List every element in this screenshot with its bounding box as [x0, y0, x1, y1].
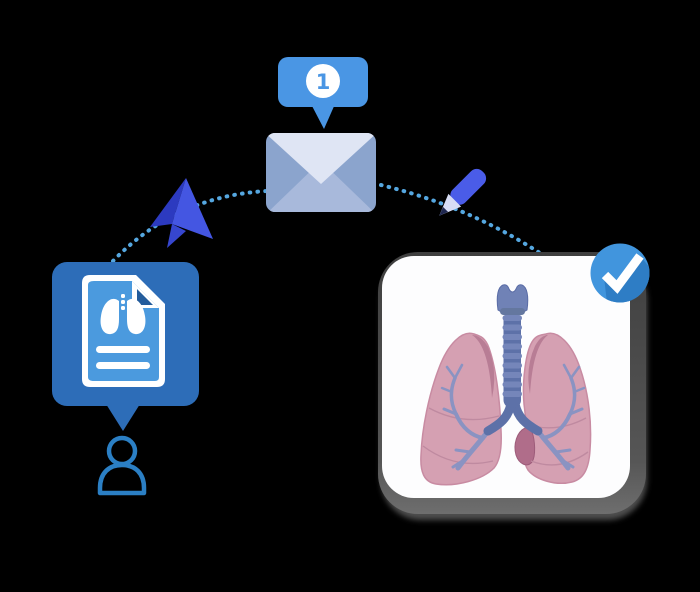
paper-plane-tail [167, 224, 186, 248]
report-card-pointer [106, 404, 140, 431]
lungs-anatomy-illustration [420, 284, 592, 486]
envelope-top-flap [266, 133, 376, 184]
left-lung-fissure-2 [422, 445, 494, 465]
right-lung-fissure-2 [530, 451, 589, 466]
checkmark-icon [601, 253, 644, 294]
lungs-card [378, 243, 650, 520]
notification-bubble-pointer [311, 104, 335, 129]
envelope-bottom-flap [266, 161, 376, 212]
notification-count-circle [306, 64, 340, 98]
pencil-point [439, 206, 449, 216]
larynx [496, 284, 529, 315]
paper-plane-body [172, 178, 213, 239]
left-lung [420, 332, 502, 486]
person-head [106, 435, 138, 467]
notification-count: 1 [316, 70, 331, 94]
lungs-glyph-icon [100, 294, 146, 335]
trachea [483, 284, 543, 436]
lung-report-document-icon [82, 275, 165, 387]
larynx-collar [500, 308, 525, 315]
checkmark-badge-icon [590, 243, 650, 303]
document-fold-shadow [137, 289, 153, 305]
right-lung [522, 332, 592, 484]
right-lung-inner-shade [528, 335, 548, 394]
dotted-arc-right [379, 183, 545, 257]
person-body [97, 462, 147, 496]
document-text-line-2 [96, 362, 150, 369]
left-lung-fissure-1 [428, 407, 500, 421]
pencil-body [450, 168, 487, 205]
trachea-rings [502, 315, 522, 397]
person-icon [97, 435, 147, 496]
pencil-icon [439, 168, 487, 216]
left-lung-inner-shade [472, 335, 495, 398]
paper-plane-left-facet [150, 178, 186, 227]
lung-report-card [52, 262, 199, 431]
document-text-line-1 [96, 346, 150, 353]
envelope-icon [266, 133, 376, 212]
notification-bubble-icon: 1 [278, 57, 368, 129]
paper-plane-icon [150, 178, 213, 248]
